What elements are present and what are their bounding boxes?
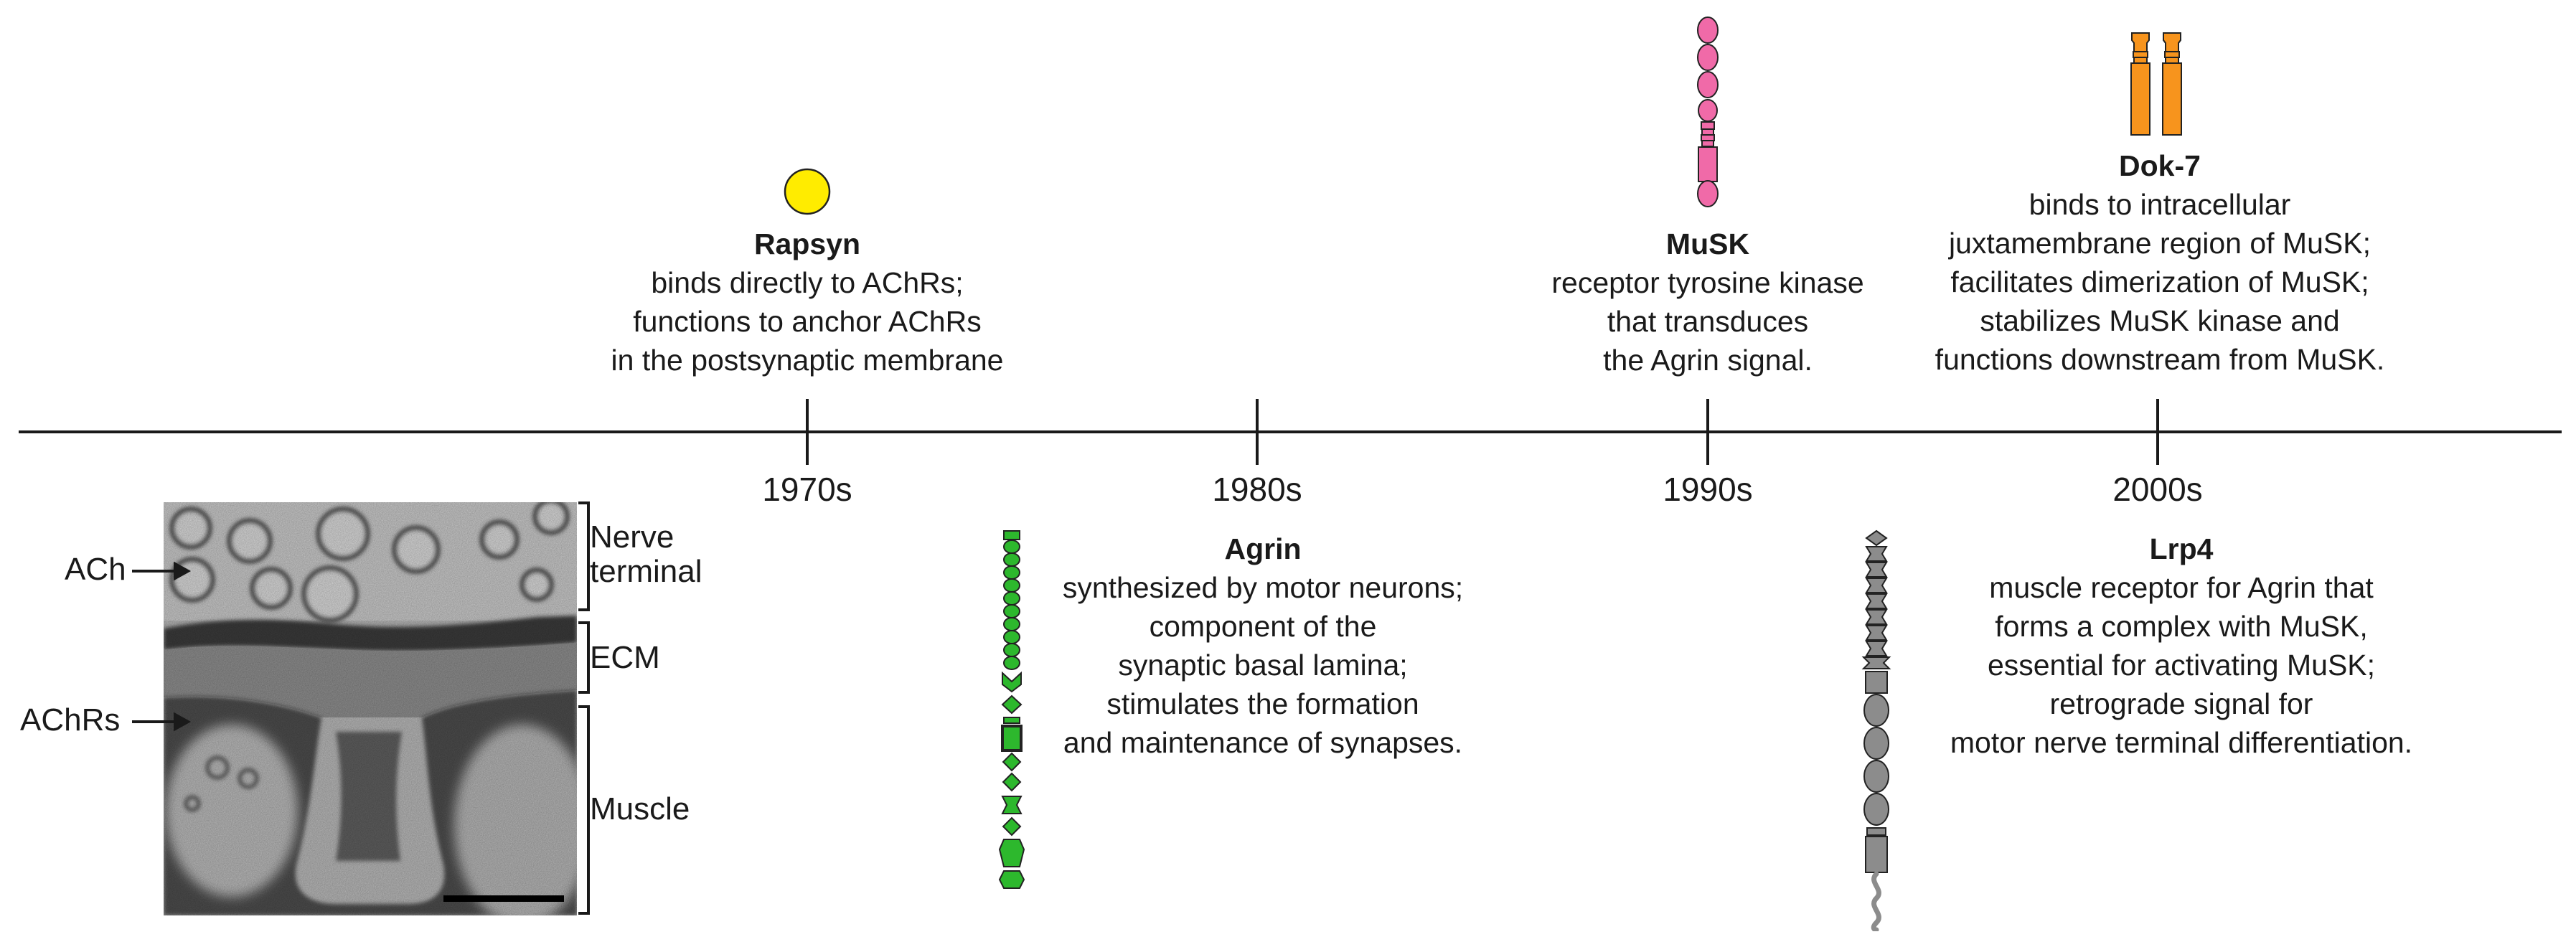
lrp4-desc-line: essential for activating MuSK; xyxy=(1987,649,2376,682)
musk-desc-line: the Agrin signal. xyxy=(1603,344,1813,377)
agrin-name: Agrin xyxy=(1224,532,1302,565)
achrs-label: AChRs xyxy=(20,702,121,738)
decade-label-1970s: 1970s xyxy=(762,471,852,508)
lrp4-name: Lrp4 xyxy=(2149,532,2214,565)
decade-label-1990s: 1990s xyxy=(1663,471,1753,508)
rapsyn-name: Rapsyn xyxy=(753,227,861,260)
dok7-desc-line: facilitates dimerization of MuSK; xyxy=(1950,265,2369,298)
agrin-protein-icon xyxy=(998,530,1025,889)
agrin-desc-line: synthesized by motor neurons; xyxy=(1062,571,1464,604)
decade-label-2000s: 2000s xyxy=(2112,471,2203,508)
scale-bar xyxy=(443,895,564,902)
lrp4-desc-line: muscle receptor for Agrin that xyxy=(1989,571,2374,604)
dok7-desc-line: functions downstream from MuSK. xyxy=(1935,343,2385,376)
musk-name: MuSK xyxy=(1665,227,1750,260)
terminal-label-line: terminal xyxy=(590,554,702,589)
lrp4-desc-line: motor nerve terminal differentiation. xyxy=(1950,726,2413,759)
dok7-protein-icon xyxy=(2130,32,2182,136)
dok7-desc-line: binds to intracellular xyxy=(2029,188,2291,221)
lrp4-entry: Lrp4 muscle receptor for Agrin that form… xyxy=(1866,529,2497,762)
rapsyn-protein-icon xyxy=(784,168,831,215)
agrin-entry: Agrin synthesized by motor neurons; comp… xyxy=(1012,529,1514,762)
region-brackets xyxy=(578,501,590,915)
agrin-desc-line: synaptic basal lamina; xyxy=(1118,649,1408,682)
agrin-desc-line: component of the xyxy=(1149,610,1377,643)
nerve-terminal-label: Nerve terminal xyxy=(590,520,702,589)
lrp4-desc-line: forms a complex with MuSK, xyxy=(1995,610,2368,643)
musk-desc-line: that transduces xyxy=(1607,305,1809,338)
dok7-desc-line: stabilizes MuSK kinase and xyxy=(1980,304,2340,337)
nerve-label-line: Nerve xyxy=(590,519,674,555)
dok7-name: Dok-7 xyxy=(2119,149,2201,182)
agrin-desc-line: stimulates the formation xyxy=(1106,687,1419,720)
dok7-entry: Dok-7 binds to intracellular juxtamembra… xyxy=(1873,146,2447,379)
lrp4-protein-icon xyxy=(1861,529,1891,931)
musk-entry: MuSK receptor tyrosine kinase that trans… xyxy=(1493,225,1923,380)
rapsyn-desc-line: binds directly to AChRs; xyxy=(651,266,964,299)
rapsyn-desc-line: in the postsynaptic membrane xyxy=(611,344,1004,377)
musk-protein-icon xyxy=(1697,17,1719,207)
ach-label: ACh xyxy=(65,552,126,587)
synapse-micrograph xyxy=(164,502,577,915)
musk-desc-line: receptor tyrosine kinase xyxy=(1551,266,1864,299)
rapsyn-desc-line: functions to anchor AChRs xyxy=(633,305,982,338)
lrp4-desc-line: retrograde signal for xyxy=(2049,687,2313,720)
micrograph-arrows xyxy=(132,561,192,732)
muscle-label: Muscle xyxy=(590,791,690,826)
rapsyn-entry: Rapsyn binds directly to AChRs; function… xyxy=(592,225,1023,380)
agrin-desc-line: and maintenance of synapses. xyxy=(1063,726,1463,759)
ecm-label: ECM xyxy=(590,640,660,675)
decade-label-1980s: 1980s xyxy=(1212,471,1302,508)
dok7-desc-line: juxtamembrane region of MuSK; xyxy=(1949,227,2371,260)
